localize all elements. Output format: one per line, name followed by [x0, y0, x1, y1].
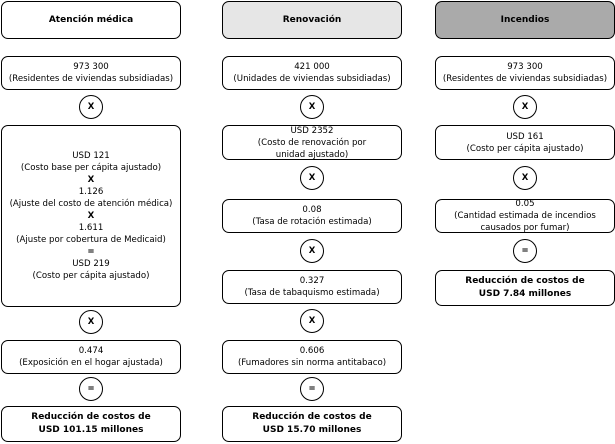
- result-line: Reducción de costos de: [465, 276, 585, 286]
- result-line: USD 101.15 millones: [38, 425, 144, 435]
- result-line: Reducción de costos de: [252, 412, 372, 422]
- calc-value: USD 121: [72, 151, 110, 161]
- input-value: 421 000: [294, 62, 330, 72]
- step-value: 0.08: [302, 205, 322, 215]
- column-header: Renovación: [222, 1, 402, 39]
- calc-label: (Costo base per cápita ajustado): [20, 163, 162, 173]
- step-label: (Costo de renovación por unidad ajustado…: [257, 137, 367, 160]
- cost-calculation-box: USD 121 (Costo base per cápita ajustado)…: [1, 125, 181, 307]
- operator-multiply: X: [300, 309, 324, 333]
- step-label: (Exposición en el hogar ajustada): [19, 358, 163, 368]
- calc-operator: =: [87, 247, 95, 257]
- result-line: USD 15.70 millones: [262, 425, 362, 435]
- input-box: 973 300 (Residentes de viviendas subsidi…: [435, 56, 615, 90]
- operator-multiply: X: [79, 310, 103, 334]
- column-header: Incendios: [435, 1, 615, 39]
- operator-equals: =: [300, 377, 324, 401]
- operator-multiply: X: [300, 166, 324, 190]
- input-box: 973 300 (Residentes de viviendas subsidi…: [1, 56, 181, 90]
- calc-label: (Ajuste por cobertura de Medicaid): [16, 235, 166, 245]
- step-value: USD 2352: [290, 125, 334, 136]
- step-value: 0.327: [299, 276, 325, 286]
- operator-multiply: X: [300, 95, 324, 119]
- column-title: Renovación: [282, 15, 342, 25]
- operator-multiply: X: [79, 95, 103, 119]
- smokers-box: 0.606 (Fumadores sin norma antitabaco): [222, 340, 402, 374]
- result-box: Reducción de costos de USD 101.15 millon…: [1, 406, 181, 442]
- result-line: USD 7.84 millones: [478, 289, 572, 299]
- operator-multiply: X: [513, 166, 537, 190]
- column-title: Incendios: [500, 15, 550, 25]
- operator-multiply: X: [300, 239, 324, 263]
- step-value: 0.05: [515, 199, 535, 209]
- turnover-rate-box: 0.08 (Tasa de rotación estimada): [222, 199, 402, 233]
- result-box: Reducción de costos de USD 7.84 millones: [435, 270, 615, 306]
- calc-value: USD 219: [72, 259, 110, 269]
- calc-value: 1.611: [78, 223, 104, 233]
- step-value: 0.474: [78, 346, 104, 356]
- calc-operator: X: [87, 211, 95, 221]
- exposure-box: 0.474 (Exposición en el hogar ajustada): [1, 340, 181, 374]
- step-label: (Fumadores sin norma antitabaco): [237, 358, 387, 368]
- calc-label: (Costo per cápita ajustado): [32, 271, 150, 281]
- input-label: (Unidades de viviendas subsidiadas): [233, 74, 391, 84]
- operator-equals: =: [513, 239, 537, 263]
- step-value: 0.606: [299, 346, 325, 356]
- step-value: USD 161: [506, 131, 544, 142]
- calc-label: (Ajuste del costo de atención médica): [9, 199, 173, 209]
- calc-operator: X: [87, 175, 95, 185]
- fires-estimate-box: 0.05 (Cantidad estimada de incendios cau…: [435, 199, 615, 233]
- step-label: (Tasa de rotación estimada): [252, 217, 372, 227]
- operator-multiply: X: [513, 95, 537, 119]
- smoking-rate-box: 0.327 (Tasa de tabaquismo estimada): [222, 270, 402, 304]
- renovation-cost-box: USD 2352 (Costo de renovación por unidad…: [222, 125, 402, 160]
- step-label: (Tasa de tabaquismo estimada): [244, 288, 380, 298]
- column-title: Atención médica: [48, 15, 134, 25]
- column-header: Atención médica: [1, 1, 181, 39]
- per-capita-cost-box: USD 161 (Costo per cápita ajustado): [435, 125, 615, 160]
- input-value: 973 300: [73, 62, 109, 72]
- result-line: Reducción de costos de: [31, 412, 151, 422]
- input-box: 421 000 (Unidades de viviendas subsidiad…: [222, 56, 402, 90]
- step-label: (Costo per cápita ajustado): [466, 143, 584, 154]
- input-label: (Residentes de viviendas subsidiadas): [8, 74, 174, 84]
- calc-value: 1.126: [78, 187, 104, 197]
- input-label: (Residentes de viviendas subsidiadas): [442, 74, 608, 84]
- step-label: (Cantidad estimada de incendios causados…: [454, 211, 596, 233]
- result-box: Reducción de costos de USD 15.70 millone…: [222, 406, 402, 442]
- operator-equals: =: [79, 377, 103, 401]
- input-value: 973 300: [507, 62, 543, 72]
